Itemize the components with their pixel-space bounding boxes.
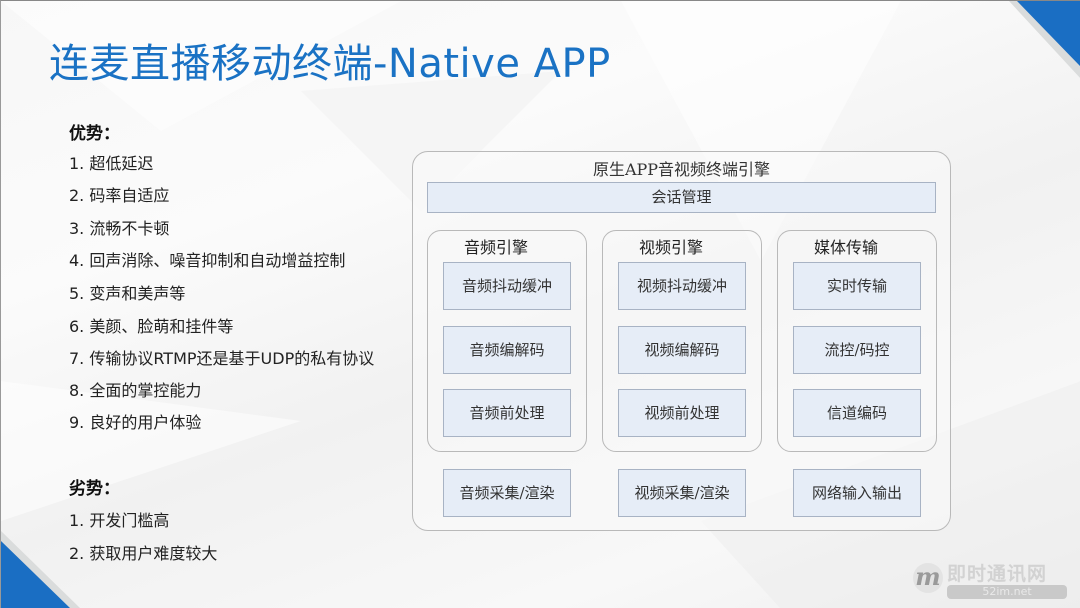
disadvantages-heading: 劣势： — [69, 479, 120, 499]
advantage-item: 5. 变声和美声等 — [69, 284, 186, 303]
audio-jitter-buffer-box: 音频抖动缓冲 — [443, 262, 571, 310]
audio-capture-render-box: 音频采集/渲染 — [443, 469, 571, 517]
audio-preprocess-box: 音频前处理 — [443, 389, 571, 437]
advantage-item: 6. 美颜、脸萌和挂件等 — [69, 317, 234, 336]
session-management-box: 会话管理 — [427, 182, 936, 213]
flow-bitrate-control-box: 流控/码控 — [793, 326, 921, 374]
engine-title: 原生APP音视频终端引擎 — [592, 160, 771, 179]
video-jitter-buffer-box: 视频抖动缓冲 — [618, 262, 746, 310]
advantage-item: 9. 良好的用户体验 — [69, 413, 202, 432]
video-preprocess-box: 视频前处理 — [618, 389, 746, 437]
advantages-heading: 优势： — [69, 124, 120, 144]
advantage-item: 1. 超低延迟 — [69, 154, 154, 173]
advantage-item: 3. 流畅不卡顿 — [69, 219, 170, 238]
slide-title: 连麦直播移动终端-Native APP — [49, 41, 611, 87]
group-title: 视频引擎 — [639, 238, 704, 257]
advantage-item: 8. 全面的掌控能力 — [69, 381, 202, 400]
video-capture-render-box: 视频采集/渲染 — [618, 469, 746, 517]
watermark: m 即时通讯网 52im.net — [913, 557, 1080, 607]
group-title: 媒体传输 — [814, 238, 879, 257]
advantage-item: 2. 码率自适应 — [69, 186, 170, 205]
audio-engine-group: 音频引擎 — [427, 230, 587, 452]
disadvantage-item: 2. 获取用户难度较大 — [69, 544, 218, 563]
watermark-url: 52im.net — [947, 585, 1067, 599]
video-codec-box: 视频编解码 — [618, 326, 746, 374]
disadvantage-item: 1. 开发门槛高 — [69, 511, 170, 530]
watermark-logo-icon: m — [913, 563, 943, 593]
video-engine-group: 视频引擎 — [602, 230, 762, 452]
watermark-name: 即时通讯网 — [947, 563, 1048, 585]
advantage-item: 4. 回声消除、噪音抑制和自动增益控制 — [69, 251, 346, 270]
network-io-box: 网络输入输出 — [793, 469, 921, 517]
watermark-logo-letter: m — [915, 562, 941, 591]
realtime-transport-box: 实时传输 — [793, 262, 921, 310]
audio-codec-box: 音频编解码 — [443, 326, 571, 374]
group-title: 音频引擎 — [464, 238, 529, 257]
media-transport-group: 媒体传输 — [777, 230, 937, 452]
channel-coding-box: 信道编码 — [793, 389, 921, 437]
advantage-item: 7. 传输协议RTMP还是基于UDP的私有协议 — [69, 349, 375, 368]
